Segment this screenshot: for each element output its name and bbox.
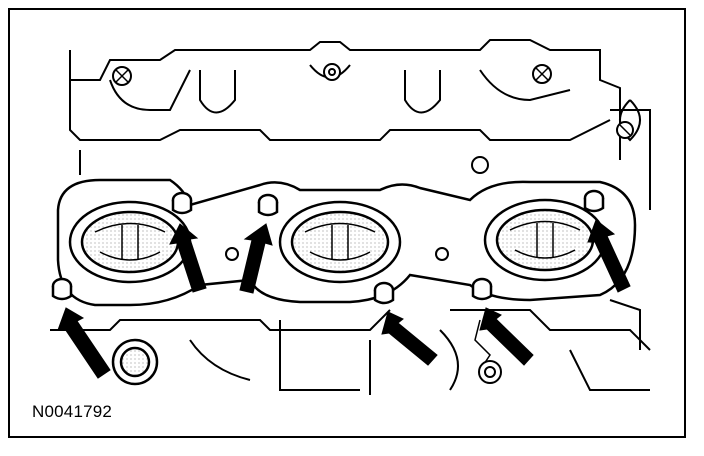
upper-bolts: [112, 63, 634, 174]
lower-boss: [111, 338, 159, 386]
lower-bolt: [478, 360, 502, 384]
arrow-icon: [57, 219, 631, 379]
upper-casting: [69, 39, 651, 210]
figure-frame: N0041792: [8, 8, 686, 438]
lower-casting: [50, 299, 651, 395]
figure-id-label: N0041792: [32, 402, 113, 421]
exhaust-ports: [68, 198, 607, 284]
locating-holes: [225, 247, 449, 261]
stud-icon: [51, 189, 605, 305]
cylinder-head-illustration: [50, 39, 651, 395]
